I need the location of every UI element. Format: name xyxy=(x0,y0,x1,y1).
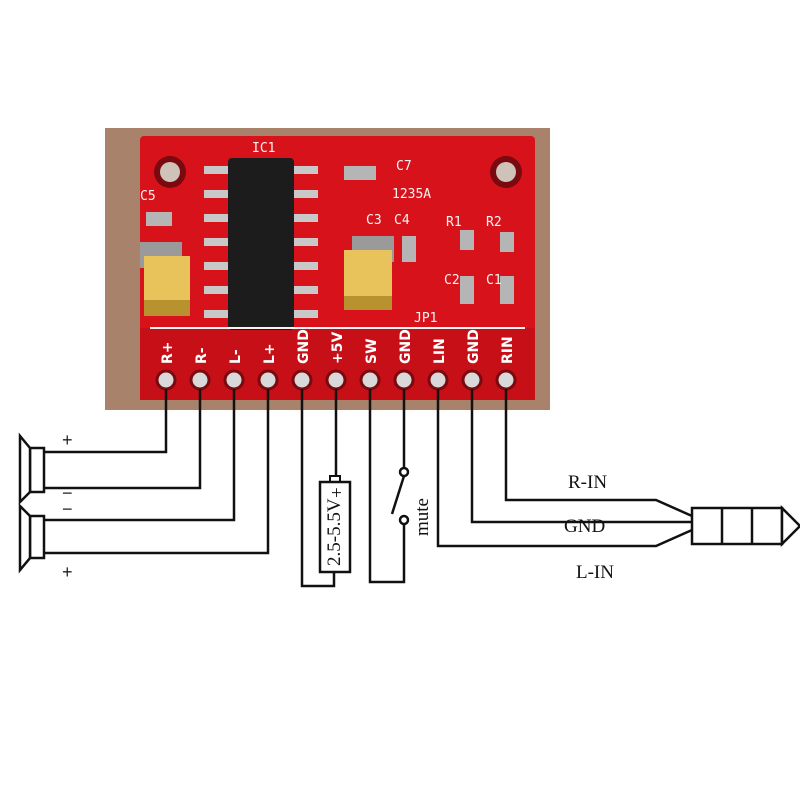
speaker-bottom xyxy=(18,502,46,574)
mute-label: mute xyxy=(412,498,433,536)
mute-switch xyxy=(390,466,410,526)
component-labels: C5 C7 C3 C4 R1 R2 C2 C1 JP1 xyxy=(140,159,502,326)
pin-label-rin: RIN xyxy=(500,336,516,364)
pin-label-lin: LIN xyxy=(432,338,448,364)
pin-label-plus-5v: +5V xyxy=(330,332,346,364)
svg-text:R1: R1 xyxy=(446,215,462,230)
svg-text:L+: L+ xyxy=(262,343,278,364)
svg-text:R-: R- xyxy=(194,347,210,364)
battery-label: 2.5-5.5V xyxy=(324,498,345,566)
pin-header: R+ R- L- L+ GND +5V SW GND LIN GND RIN xyxy=(155,329,517,391)
svg-text:C5: C5 xyxy=(140,189,156,204)
svg-text:GND: GND xyxy=(398,329,414,364)
wire-gnd-battery xyxy=(300,389,336,588)
svg-text:C3: C3 xyxy=(366,213,382,228)
mounting-hole-left-inner xyxy=(160,162,180,182)
svg-text:GND: GND xyxy=(296,329,312,364)
svg-text:LIN: LIN xyxy=(432,338,448,364)
wire-sw xyxy=(368,389,406,584)
wire-gnd-jack xyxy=(470,389,692,524)
speaker-top xyxy=(18,432,46,506)
wire-l-plus xyxy=(44,389,270,555)
wire-r-minus xyxy=(44,389,202,490)
tantalum-capacitor-left xyxy=(140,242,190,316)
pin-label-gnd-3: GND xyxy=(466,329,482,364)
wire-r-in xyxy=(504,389,693,518)
jack-label-gnd: GND xyxy=(564,516,605,537)
svg-text:L-: L- xyxy=(228,349,244,364)
pin-label-l-minus: L- xyxy=(228,349,244,364)
wire-l-in xyxy=(436,389,693,548)
svg-text:C4: C4 xyxy=(394,213,410,228)
pin-label-l-plus: L+ xyxy=(262,343,278,364)
board-photo: IC1 1235A C5 C7 C3 C4 R1 xyxy=(105,128,550,410)
svg-text:RIN: RIN xyxy=(500,336,516,364)
ic-label: IC1 xyxy=(252,141,275,156)
svg-text:+5V: +5V xyxy=(330,332,346,364)
jack-label-r-in: R-IN xyxy=(568,472,607,493)
audio-jack xyxy=(690,504,800,548)
svg-text:R+: R+ xyxy=(160,341,176,364)
wire-l-minus xyxy=(44,389,236,522)
pin-label-gnd-2: GND xyxy=(398,329,414,364)
pin-label-r-minus: R- xyxy=(194,347,210,364)
speaker-top-plus-sign: + xyxy=(62,430,73,450)
part-number: 1235A xyxy=(392,187,431,202)
svg-text:GND: GND xyxy=(466,329,482,364)
speaker-bottom-minus-sign: − xyxy=(62,499,73,519)
pin-label-sw: SW xyxy=(364,338,380,364)
battery-plus-sign: + xyxy=(327,487,348,498)
svg-text:C7: C7 xyxy=(396,159,412,174)
ic-chip xyxy=(204,158,318,330)
pin-label-gnd-1: GND xyxy=(296,329,312,364)
wires xyxy=(44,389,693,588)
speaker-bottom-plus-sign: + xyxy=(62,562,73,582)
smd-components xyxy=(146,166,514,304)
svg-text:JP1: JP1 xyxy=(414,311,437,326)
svg-text:C2: C2 xyxy=(444,273,460,288)
speaker-top-minus-sign: − xyxy=(62,483,73,503)
mounting-hole-right-inner xyxy=(496,162,516,182)
svg-text:C1: C1 xyxy=(486,273,502,288)
tantalum-capacitor-right xyxy=(344,236,394,310)
jack-label-l-in: L-IN xyxy=(576,562,614,583)
svg-text:SW: SW xyxy=(364,338,380,364)
svg-text:R2: R2 xyxy=(486,215,502,230)
pin-label-r-plus: R+ xyxy=(160,341,176,364)
battery xyxy=(318,475,352,574)
wire-r-plus xyxy=(44,389,168,454)
